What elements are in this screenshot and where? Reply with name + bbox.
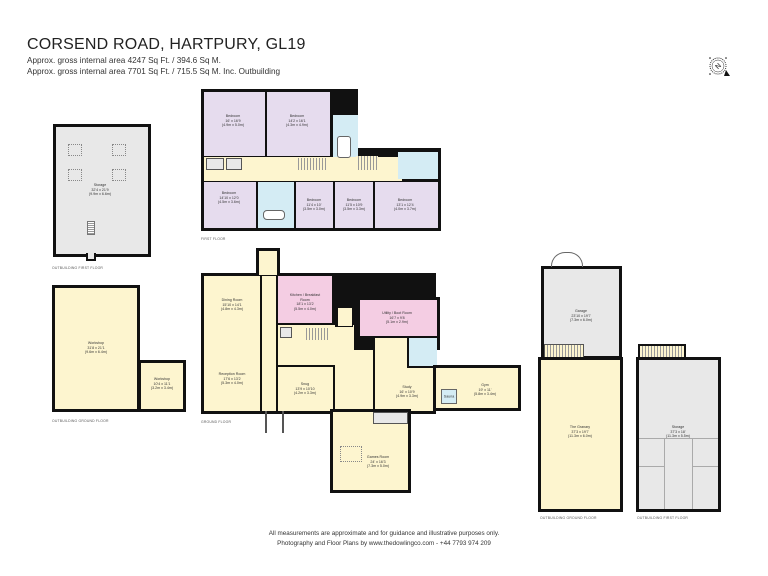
snug <box>278 367 333 411</box>
outbuilding-storage-left <box>53 124 151 257</box>
garage-doors <box>551 252 583 267</box>
skylight <box>112 169 126 181</box>
bathtub-icon <box>263 210 285 220</box>
stairs-icon <box>544 344 584 358</box>
floor-caption: OUTBUILDING FIRST FLOOR <box>52 266 104 270</box>
study <box>375 368 440 411</box>
bay-divider <box>639 466 664 467</box>
area-summary-total: Approx. gross internal area 7701 Sq Ft. … <box>27 67 281 76</box>
entrance-post <box>265 411 267 433</box>
bay-divider <box>692 466 718 467</box>
svg-text:N: N <box>714 62 723 71</box>
games-room <box>333 412 408 490</box>
stairs-icon <box>304 328 330 340</box>
bedroom-4 <box>296 182 333 228</box>
page-title: CORSEND ROAD, HARTPURY, GL19 <box>27 36 306 53</box>
cupboard <box>280 327 292 338</box>
bedroom-6 <box>375 182 438 228</box>
floor-caption: OUTBUILDING GROUND FLOOR <box>540 516 597 520</box>
bedroom-1 <box>204 92 265 156</box>
bathtub-icon <box>337 136 351 158</box>
bedroom-2 <box>267 92 330 156</box>
porch <box>259 251 277 275</box>
bedroom-5 <box>335 182 373 228</box>
staircase-outline <box>340 446 362 462</box>
cutout <box>358 89 441 151</box>
north-compass-icon: N <box>709 57 730 76</box>
outbuilding-bay <box>86 253 96 261</box>
kitchen <box>278 276 332 323</box>
room-label-sauna: Sauna <box>443 394 455 399</box>
lobby <box>375 338 407 368</box>
floor-caption: GROUND FLOOR <box>201 420 232 424</box>
bay-divider <box>692 438 719 509</box>
stairs-icon <box>296 158 326 170</box>
the-granary <box>538 357 623 512</box>
stairs-icon <box>87 221 95 235</box>
room-label-workshop-small: Workshop 10'4 x 11'1 (3.2m x 3.4m) <box>150 377 174 391</box>
wall <box>358 148 441 151</box>
cloakroom <box>409 338 437 366</box>
cupboard <box>206 158 224 170</box>
bay-divider <box>639 438 665 509</box>
family-bathroom <box>258 182 294 228</box>
utility-boot-room <box>360 300 437 336</box>
room-label-storage: Storage 32'4 x 21'9 (9.9m x 6.6m) <box>88 183 112 197</box>
dining-reception <box>204 276 260 411</box>
credits: Photography and Floor Plans by www.thedo… <box>277 540 491 547</box>
skylight <box>68 169 82 181</box>
bedroom-3 <box>204 182 256 228</box>
sauna <box>441 389 457 404</box>
room-label-workshop: Workshop 31'8 x 21'1 (9.6m x 6.4m) <box>84 341 108 355</box>
workshop-small <box>138 360 186 412</box>
cupboard <box>226 158 242 170</box>
area-summary-house: Approx. gross internal area 4247 Sq Ft. … <box>27 56 221 65</box>
floor-caption: OUTBUILDING GROUND FLOOR <box>52 419 109 423</box>
bay-divider <box>639 438 718 439</box>
hallway <box>262 276 276 411</box>
outbuilding-storage-right <box>636 357 721 512</box>
vestibule <box>338 308 352 326</box>
stairs-icon <box>356 156 378 170</box>
skylight <box>68 144 82 156</box>
disclaimer: All measurements are approximate and for… <box>268 530 500 537</box>
workshop-main <box>52 285 140 412</box>
entrance-post <box>282 411 284 433</box>
floor-caption: OUTBUILDING FIRST FLOOR <box>637 516 689 520</box>
floor-caption: FIRST FLOOR <box>201 237 226 241</box>
store <box>373 412 408 424</box>
bathroom-2 <box>398 152 438 179</box>
skylight <box>112 144 126 156</box>
stairs-icon <box>638 344 686 358</box>
